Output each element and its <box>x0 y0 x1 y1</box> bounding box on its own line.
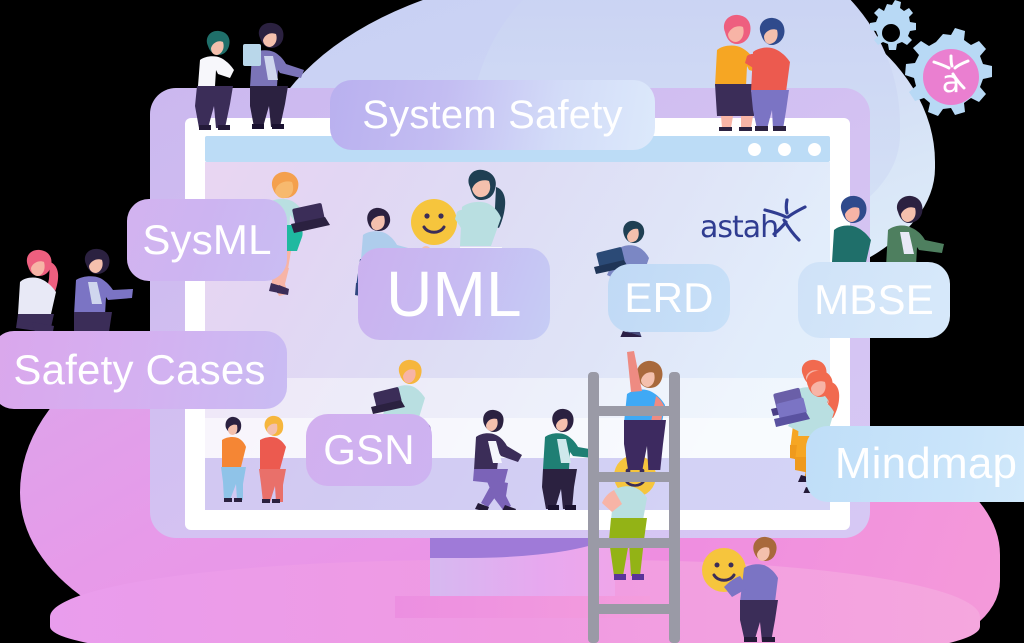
label-sysml[interactable]: SysML <box>127 199 287 281</box>
astah-starburst-icon <box>763 198 807 242</box>
monitor-stand-base <box>395 596 650 618</box>
gears-badge: a <box>855 0 1024 130</box>
person-pair-on-monitor-top <box>195 22 304 130</box>
window-dot-2 <box>778 143 791 156</box>
ladder-rail-right <box>669 372 680 643</box>
label-mindmap[interactable]: Mindmap <box>806 426 1024 502</box>
astah-logo: astah <box>700 198 807 248</box>
ladder-rung-2 <box>588 472 680 482</box>
label-mbse[interactable]: MBSE <box>798 262 950 338</box>
ladder-rung-4 <box>588 604 680 614</box>
label-erd[interactable]: ERD <box>608 264 730 332</box>
window-dot-3 <box>808 143 821 156</box>
person-pair-walking-center <box>473 408 595 510</box>
ladder-rung-1 <box>588 406 680 416</box>
person-man-holding-smiley-bottom <box>702 536 778 642</box>
ladder <box>588 372 680 643</box>
ladder-rail-left <box>588 372 599 643</box>
label-safety-cases[interactable]: Safety Cases <box>0 331 287 409</box>
astah-badge-starburst-icon <box>932 54 970 90</box>
ladder-rung-3 <box>588 538 680 548</box>
person-pair-small-left <box>221 415 286 503</box>
label-system-safety[interactable]: System Safety <box>330 80 655 150</box>
label-uml[interactable]: UML <box>358 248 550 340</box>
window-dot-1 <box>748 143 761 156</box>
astah-badge-letter: a <box>942 65 960 100</box>
astah-wordmark: astah <box>700 210 779 245</box>
label-gsn[interactable]: GSN <box>306 414 432 486</box>
person-couple-top-right <box>715 14 790 131</box>
screen-floor-band-1 <box>205 378 830 418</box>
